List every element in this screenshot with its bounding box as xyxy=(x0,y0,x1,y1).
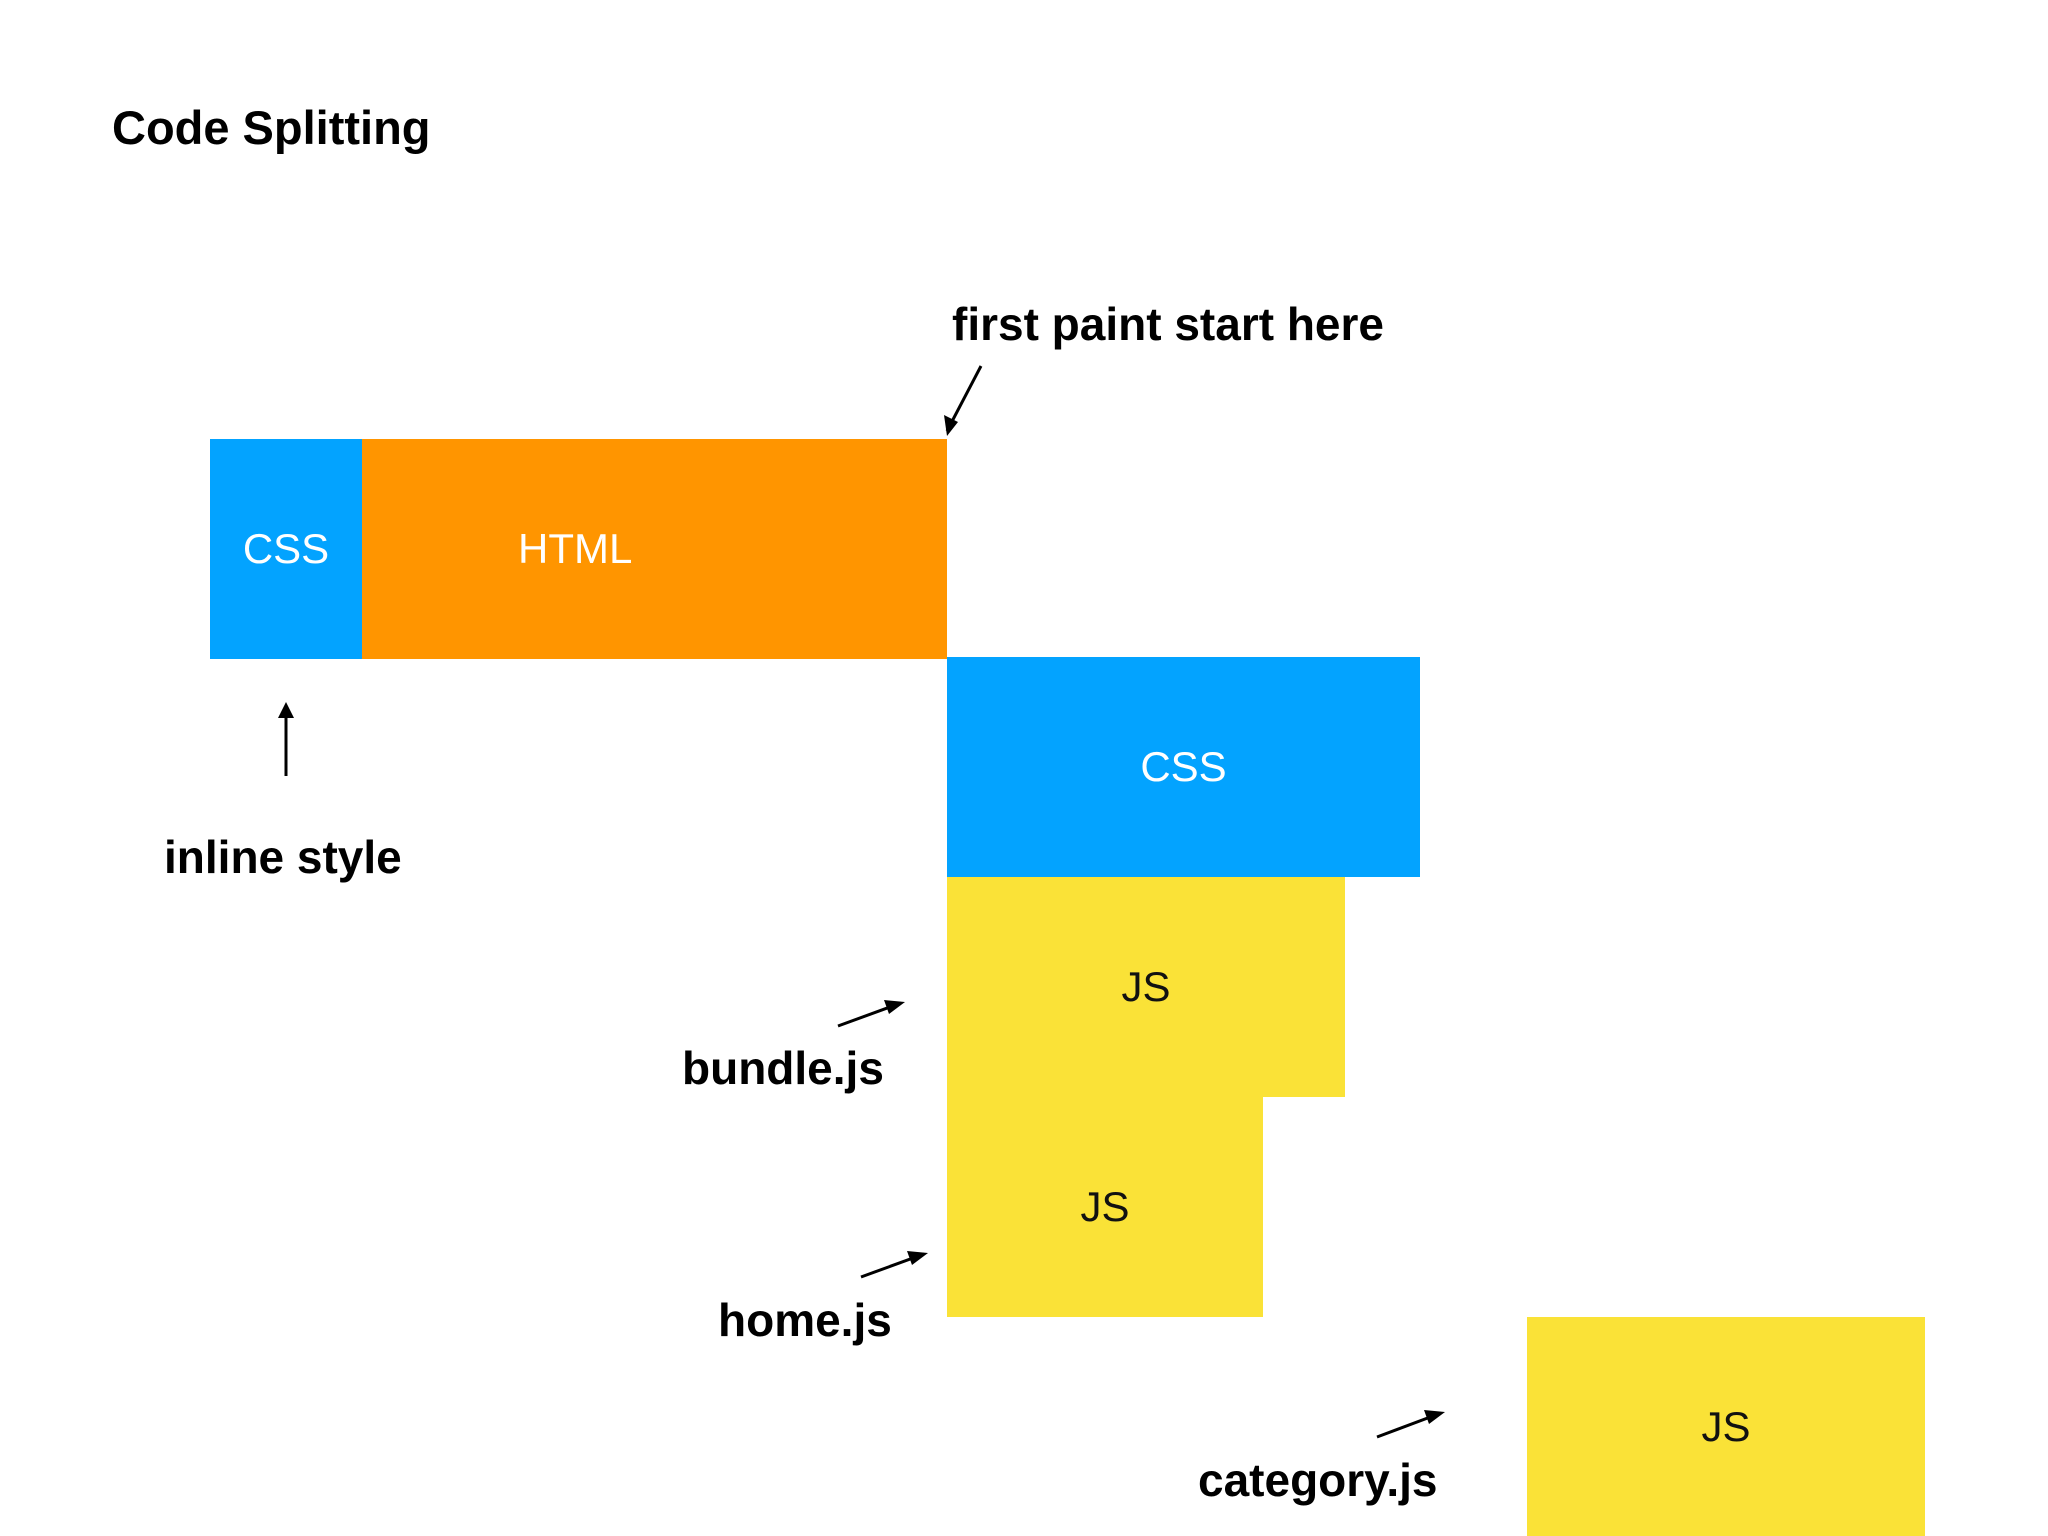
bundle-js-arrow xyxy=(837,1001,902,1028)
home-js-label: JS xyxy=(1080,1183,1130,1230)
home-js-block: JS xyxy=(947,1097,1263,1317)
inline-css-label: CSS xyxy=(242,525,330,572)
home-js-arrowhead xyxy=(907,1251,928,1265)
bundle-js-annotation: bundle.js xyxy=(682,1042,884,1094)
first-paint-label: first paint start here xyxy=(952,298,1384,350)
home-js-arrow xyxy=(860,1252,925,1279)
category-js-arrow xyxy=(1376,1411,1442,1439)
css-block: CSS xyxy=(947,657,1420,877)
inline-css-block: CSS xyxy=(210,439,362,659)
category-js-block: JS xyxy=(1527,1317,1925,1536)
page-title: Code Splitting xyxy=(112,101,431,154)
html-block: HTML xyxy=(362,439,947,659)
home-js-annotation: home.js xyxy=(718,1294,892,1346)
inline-style-arrowhead xyxy=(278,702,294,718)
css-label: CSS xyxy=(1140,743,1227,790)
first-paint-arrowhead xyxy=(944,415,958,436)
bundle-js-arrowhead xyxy=(884,1000,905,1014)
category-js-label: JS xyxy=(1701,1402,1751,1450)
first-paint-arrow xyxy=(945,365,983,432)
bundle-js-block: JS xyxy=(947,877,1345,1097)
category-js-arrowhead xyxy=(1424,1410,1445,1424)
inline-style-label: inline style xyxy=(164,831,402,883)
html-label: HTML xyxy=(518,525,633,572)
bundle-js-label: JS xyxy=(1121,963,1171,1010)
category-js-annotation: category.js xyxy=(1198,1454,1438,1506)
